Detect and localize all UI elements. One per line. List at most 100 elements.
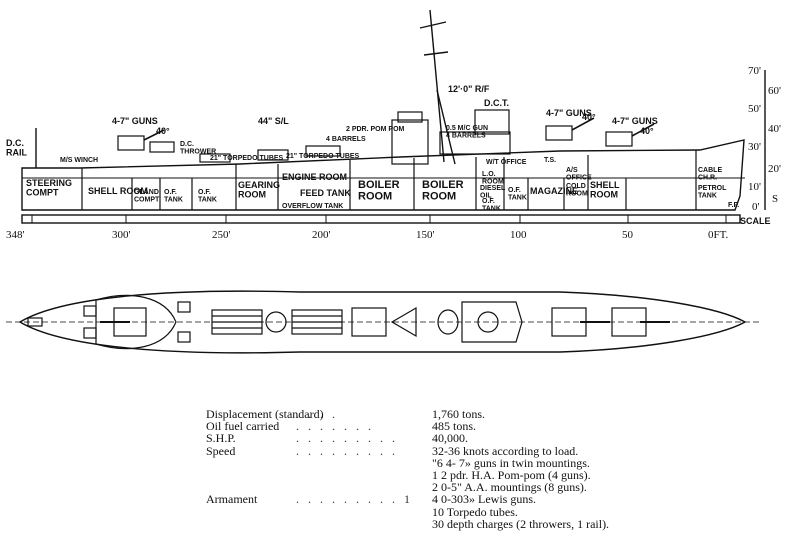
specifications-table: Displacement (standard). . . . 1,760 tons… (206, 408, 766, 530)
superstructure (117, 109, 633, 165)
of-tank-4-label: O.F.TANK (508, 187, 527, 201)
spec-value: 2 0-5" A.A. mountings (8 guns). (432, 480, 587, 495)
spec-label: Displacement (standard) (206, 407, 324, 421)
height-tick: 40' (768, 123, 781, 135)
bulkheads (81, 150, 697, 210)
spec-value: 485 tons. (432, 419, 477, 434)
dct-label: D.C.T. (484, 98, 509, 108)
spec-value: 10 Torpedo tubes. (432, 504, 518, 519)
guns-fwd2-label: 4-7" GUNS (612, 116, 658, 126)
spec-row: 2 0-5" A.A. mountings (8 guns). (206, 481, 766, 493)
hull-profile (21, 139, 745, 211)
tt-fwd-label: 21" TORPEDO TUBES (286, 153, 360, 160)
length-tick: 348' (6, 229, 25, 241)
height-tick: 0' (752, 201, 760, 213)
shell-room-label: SHELL ROOM (88, 186, 148, 196)
guns-fwd1-label: 4-7" GUNS (546, 108, 592, 118)
guns-aft-label: 4-7" GUNS (112, 116, 158, 126)
wt-office-label: W/T OFFICE (486, 159, 527, 166)
spec-leader: . . . . . . . . . (296, 431, 398, 446)
of-tank-2-label: O.F.TANK (198, 189, 217, 203)
pompom-label: 2 PDR. POM POM (346, 126, 405, 133)
height-scale-labels: 70' 60' 50' 40' 30' 20' 10' 0' S (748, 65, 781, 213)
spec-row: Oil fuel carried . . . . . . . 485 tons. (206, 420, 766, 432)
spec-value: 4 0-303» Lewis guns. (432, 492, 536, 507)
mast (419, 9, 456, 165)
spec-label: S.H.P. (206, 431, 236, 446)
scale-ticks (31, 215, 727, 223)
dc-thrower-label: D.C.THROWER (180, 141, 216, 155)
spec-leader: . . . . (296, 407, 338, 421)
height-tick: S (772, 193, 778, 205)
height-tick: 30' (748, 141, 761, 153)
ts-label: T.S. (544, 157, 556, 164)
magazine-label: MAGAZINE (530, 186, 578, 196)
spec-row: 30 depth charges (2 throwers, 1 rail). (206, 516, 766, 531)
length-tick: 200' (312, 229, 331, 241)
height-tick: 20' (768, 163, 781, 175)
spec-leader: . . . . . . . . . 1 (296, 492, 413, 507)
spec-value: 40,000. (432, 431, 468, 446)
spec-label: Speed (206, 443, 236, 458)
spec-leader: . . . . . . . (296, 419, 374, 434)
spec-row: "6 4- 7» guns in twin mountings. (206, 457, 766, 469)
barrels-label: 4 BARRELS (326, 136, 366, 143)
height-tick: 70' (748, 65, 761, 77)
spec-label: Oil fuel carried (206, 419, 280, 434)
angle-fwd2-label: 40° (640, 126, 654, 136)
spec-value: 1 2 pdr. H.A. Pom-pom (4 guns). (432, 467, 591, 482)
ms-winch-label: M/S WINCH (60, 157, 98, 164)
spec-row: Speed . . . . . . . . . 32-36 knots accord… (206, 443, 766, 458)
spec-label: Armament (206, 492, 258, 507)
spec-value: 30 depth charges (2 throwers, 1 rail). (432, 516, 610, 531)
length-tick: 150' (416, 229, 435, 241)
overflow-tank-label: OVERFLOW TANK (282, 203, 343, 210)
lo-room-label: L.O.ROOM (482, 171, 504, 185)
height-tick: 60' (768, 85, 781, 97)
height-tick: 10' (748, 181, 761, 193)
armament-annotations: 4-7" GUNS 40° D.C.THROWER 21" TORPEDO TU… (112, 84, 658, 162)
angle-aft-label: 40° (156, 126, 170, 136)
of-tank-3-label: O.F.TANK (482, 198, 501, 212)
engine-room-label: ENGINE ROOM (282, 172, 347, 182)
feed-tank-label: FEED TANK (300, 188, 351, 198)
scale-label: SCALE (740, 216, 771, 226)
spec-value: "6 4- 7» guns in twin mountings. (432, 455, 590, 470)
spec-value: 32-36 knots according to load. (432, 443, 579, 458)
length-tick: 0FT. (708, 229, 729, 241)
spec-row: 1 2 pdr. H.A. Pom-pom (4 guns). (206, 469, 766, 481)
angle-fwd1-label: 40° (582, 112, 596, 122)
length-tick: 100 (510, 229, 527, 241)
spec-value: 1,760 tons. (432, 407, 486, 421)
spec-row: S.H.P. . . . . . . . . . 40,000. (206, 432, 766, 444)
length-scale-labels: 348' 300' 250' 200' 150' 100 50 0FT. SCA… (6, 216, 771, 241)
spec-row: Armament . . . . . . . . . 1 4 0-303» Lewi… (206, 493, 766, 505)
scale-bar (21, 214, 741, 224)
length-tick: 250' (212, 229, 231, 241)
spec-leader: . . . . . . . . . (296, 443, 398, 458)
sl-label: 44" S/L (258, 116, 289, 126)
plan-fittings (27, 294, 670, 350)
spec-row: Displacement (standard). . . . 1,760 tons… (206, 408, 766, 420)
height-tick: 50' (748, 103, 761, 115)
length-tick: 300' (112, 229, 131, 241)
gun-barrels (143, 117, 655, 141)
length-tick: 50 (622, 229, 634, 241)
fp-label: F.P. (728, 202, 739, 209)
tt-aft-label: 21" TORPEDO TUBES (210, 155, 284, 162)
spec-row: 10 Torpedo tubes. (206, 504, 766, 519)
of-tank-1-label: O.F.TANK (164, 189, 183, 203)
